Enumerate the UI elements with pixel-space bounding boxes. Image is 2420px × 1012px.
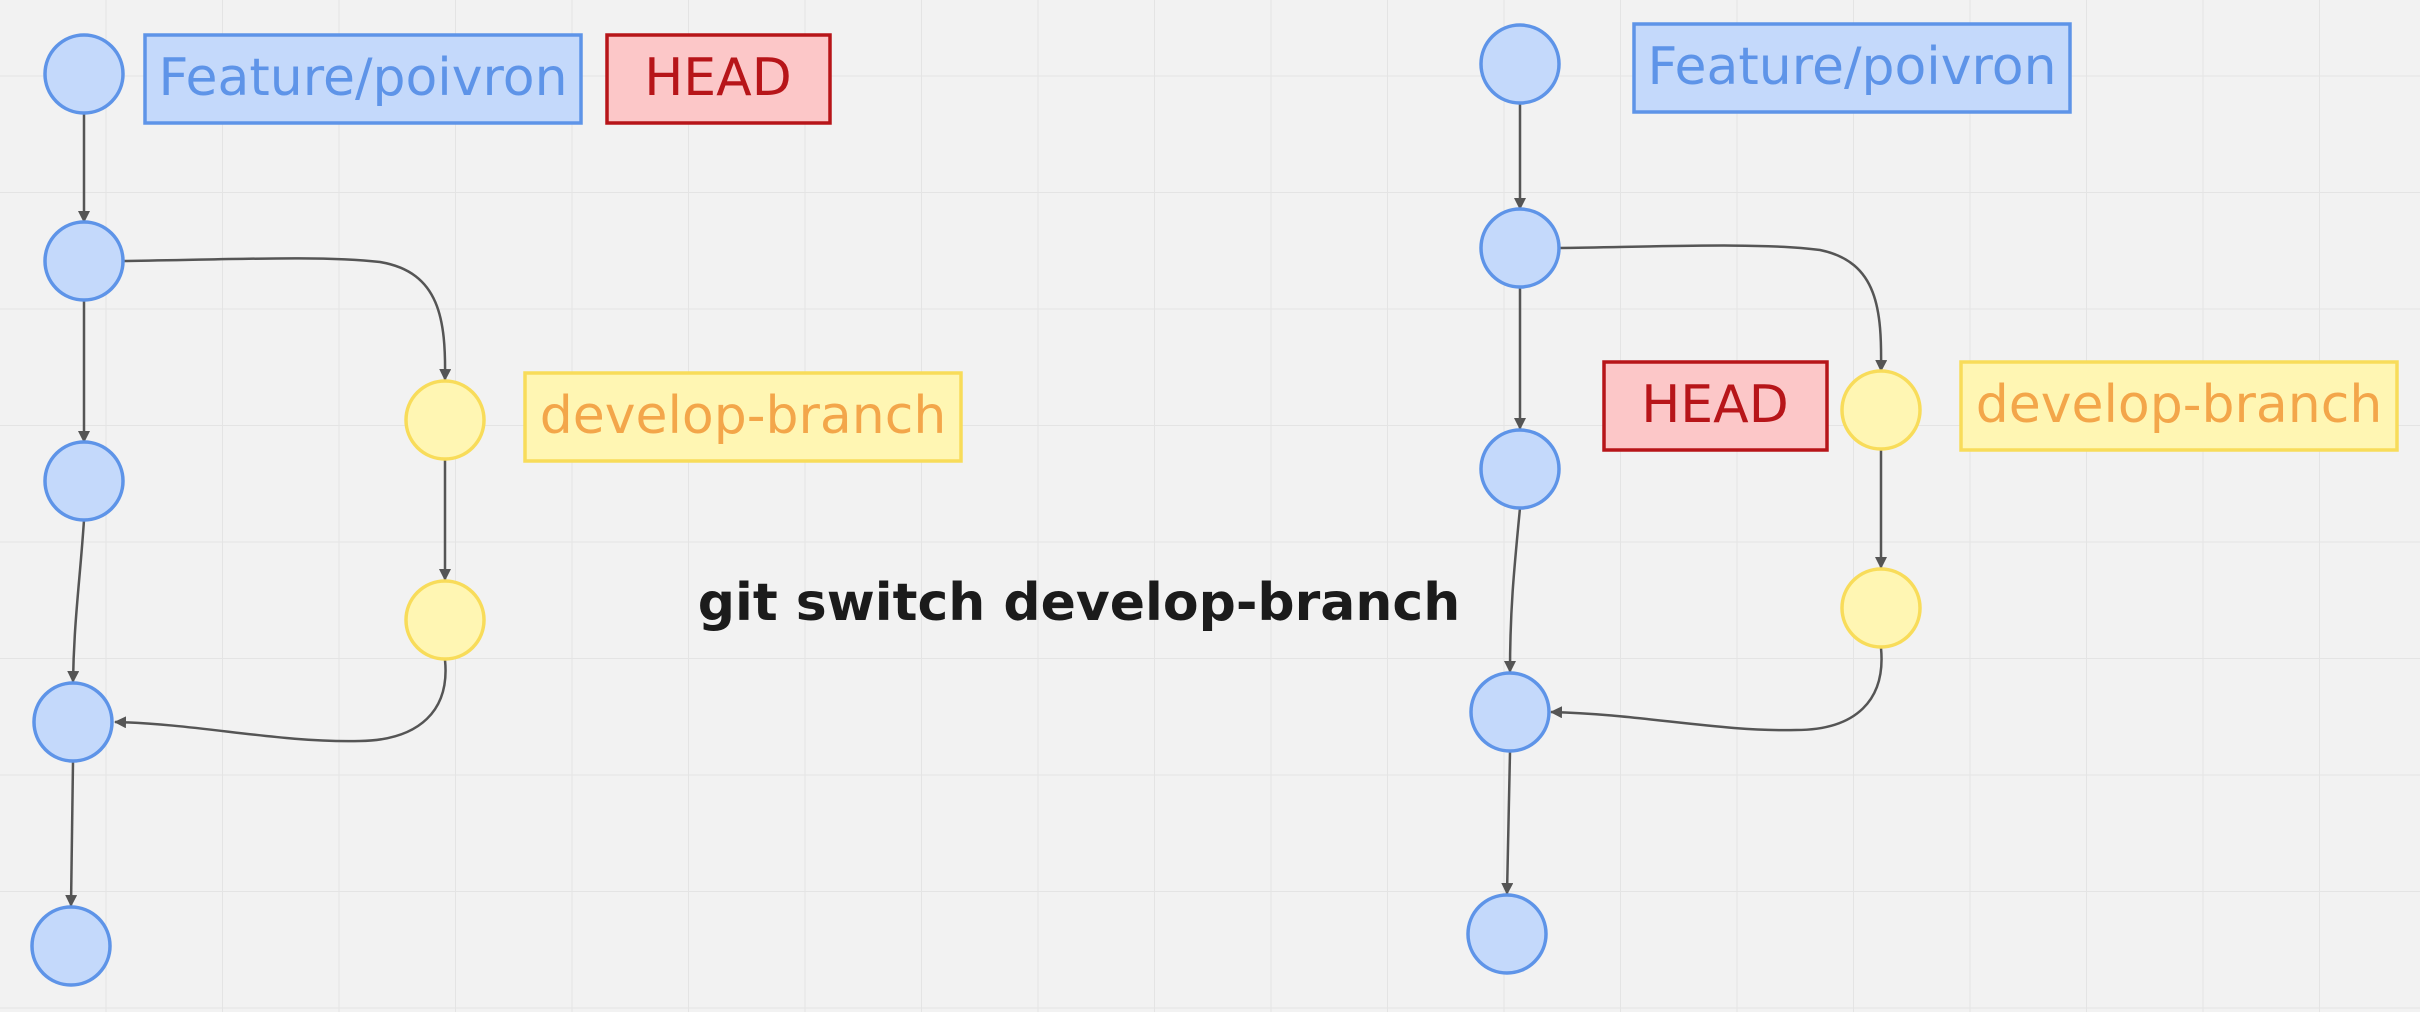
before-state: Feature/poivron HEAD develop-branch (30, 33, 963, 987)
develop-commit-node (1840, 369, 1922, 451)
merge-commit-node (1469, 671, 1551, 753)
after-develop-label: develop-branch (1976, 375, 2383, 435)
edge-f2-d1 (1558, 244, 1888, 372)
edge-m-f5 (65, 761, 78, 907)
after-edges (1501, 103, 1888, 895)
after-commits (1466, 23, 1922, 975)
before-branch-label-feature: Feature/poivron (143, 33, 583, 125)
before-branch-label-develop: develop-branch (523, 371, 963, 463)
edge-d2-m (1550, 647, 1883, 732)
develop-commit-node (404, 379, 486, 461)
edge-m-f5 (1501, 751, 1514, 895)
before-commits (30, 33, 486, 987)
before-head-text: HEAD (644, 48, 792, 108)
after-branch-label-develop: develop-branch (1959, 360, 2399, 452)
commit-node (1466, 893, 1548, 975)
commit-node (43, 440, 125, 522)
develop-commit-node (1840, 567, 1922, 649)
before-develop-label: develop-branch (540, 386, 947, 446)
commit-node (43, 220, 125, 302)
develop-commit-node (404, 579, 486, 661)
commit-node (30, 905, 112, 987)
after-feature-label: Feature/poivron (1647, 37, 2056, 97)
merge-commit-node (32, 681, 114, 763)
before-head-label: HEAD (605, 33, 832, 125)
edge-f3-m (1504, 507, 1522, 673)
commit-node (43, 33, 125, 115)
commit-node (1479, 428, 1561, 510)
commit-node (1479, 207, 1561, 289)
command-text: git switch develop-branch (698, 573, 1460, 633)
edge-f2-d1 (122, 257, 452, 381)
before-feature-label: Feature/poivron (158, 48, 567, 108)
before-edges (65, 113, 452, 907)
after-head-label: HEAD (1602, 360, 1829, 452)
after-state: Feature/poivron HEAD develop-branch (1466, 22, 2399, 975)
edge-f3-m (67, 519, 86, 683)
edge-d2-m (114, 659, 447, 743)
after-head-text: HEAD (1641, 375, 1789, 435)
commit-node (1479, 23, 1561, 105)
after-branch-label-feature: Feature/poivron (1632, 22, 2072, 114)
